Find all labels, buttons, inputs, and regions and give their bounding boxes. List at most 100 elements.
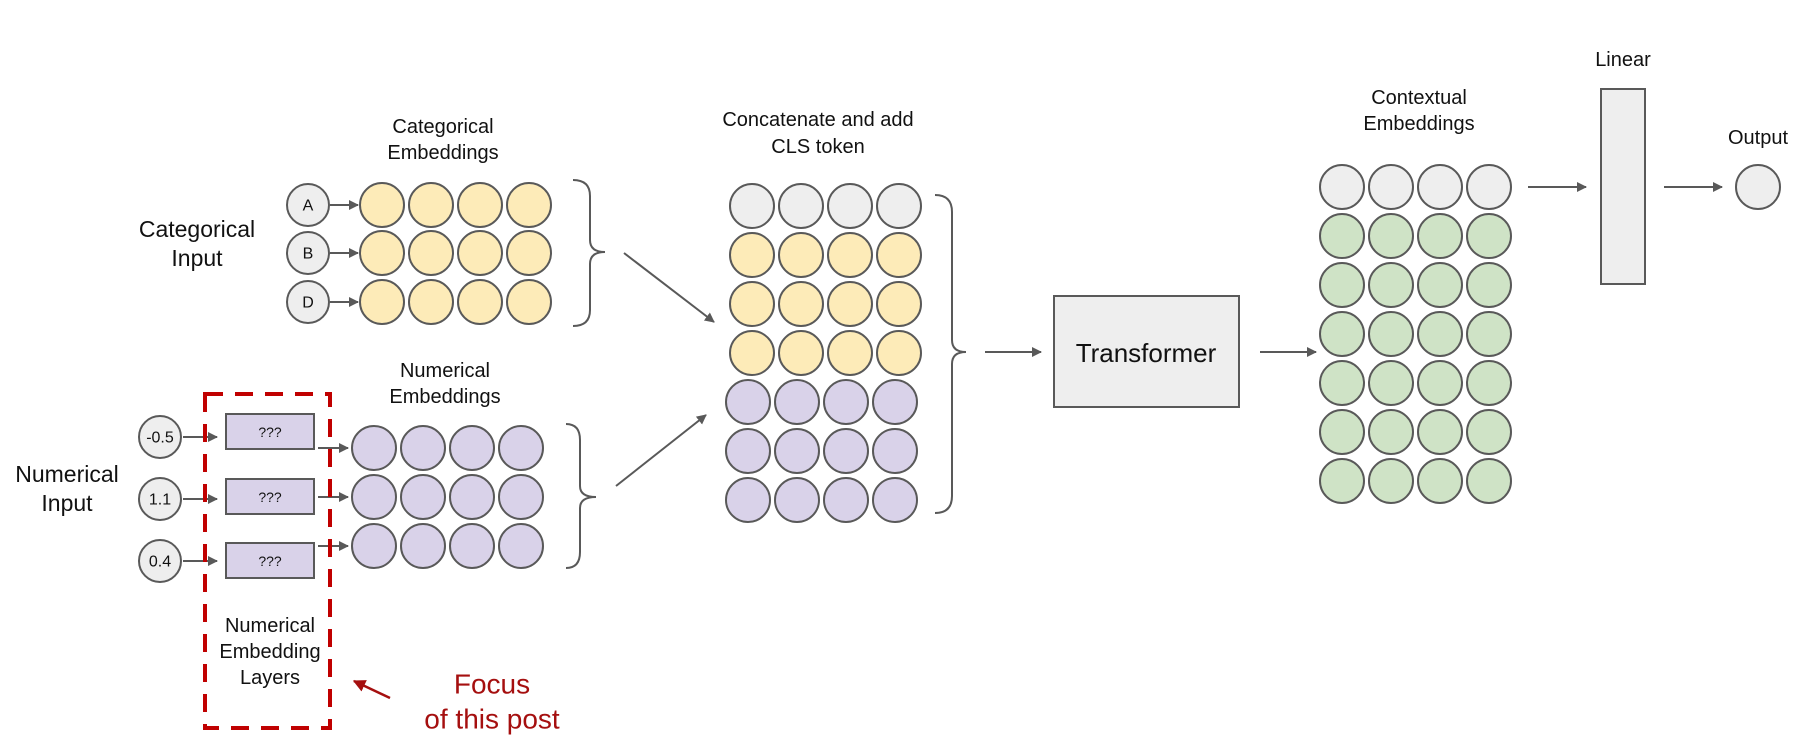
numerical-embedding-cell [351,474,397,520]
output-node [1735,164,1781,210]
numerical-input-label-line: Numerical [15,461,119,487]
categorical-token-cell [729,232,775,278]
categorical-embedding-cell [359,182,405,228]
categorical-token-cell [827,232,873,278]
cls-token-cell [778,183,824,229]
numerical-embedding-cell [351,425,397,471]
categorical-embeddings-grid [359,182,552,325]
numerical-embedding-cell [400,474,446,520]
categorical-embedding-cell [506,182,552,228]
numerical-to-concat-arrow [615,414,707,487]
focus-text-line: Focus [454,669,530,700]
focus-dashed-box [203,392,332,730]
categorical-embeddings-label: Categorical Embeddings [387,116,498,164]
numerical-token-cell [774,428,820,474]
numerical-embedding-cell [400,425,446,471]
categorical-embedding-cell [359,230,405,276]
numerical-embedding-cell [449,523,495,569]
focus-annotation: Numerical Embedding Layers Focus of this… [203,392,560,735]
numerical-embedding-layer-box [225,478,315,515]
contextual-embedding-cell [1417,262,1463,308]
numerical-input-value: 1.1 [149,492,171,509]
concat-label-line: CLS token [771,136,864,158]
cls-contextual-cell [1417,164,1463,210]
numerical-embedding-cell [400,523,446,569]
numerical-token-cell [725,477,771,523]
numerical-token-cell [823,428,869,474]
contextual-embedding-cell [1466,458,1512,504]
numerical-inputs: -0.5??? 1.1??? 0.4??? [138,413,349,583]
contextual-embedding-cell [1368,262,1414,308]
categorical-inputs: ABD [286,183,359,324]
contextual-embeddings-grid [1319,164,1512,504]
numerical-embedding-layer-label: ??? [258,553,282,569]
numerical-brace [565,423,597,569]
concat-label-line: Concatenate and add [722,109,913,131]
numerical-embedding-layer-label: ??? [258,424,282,440]
categorical-token-cell [827,281,873,327]
contextual-embedding-cell [1319,213,1365,259]
categorical-input-node [286,183,330,227]
contextual-embedding-cell [1417,409,1463,455]
contextual-embedding-cell [1319,458,1365,504]
numerical-token-cell [774,379,820,425]
categorical-token-cell [729,281,775,327]
categorical-input-value: D [302,295,314,312]
numerical-input-value: 0.4 [149,554,171,571]
numerical-embedding-layer-box [225,413,315,450]
numerical-input-value: -0.5 [146,430,174,447]
contextual-embedding-cell [1368,458,1414,504]
categorical-input-node [286,231,330,275]
numerical-token-cell [823,477,869,523]
categorical-input-label: Categorical Input [139,216,255,271]
categorical-token-cell [876,232,922,278]
categorical-embeddings-label-line: Categorical [392,116,493,138]
contextual-embedding-cell [1417,458,1463,504]
numerical-embedding-cell [498,474,544,520]
numerical-input-node [138,539,182,583]
categorical-input-value: B [303,246,314,263]
contextual-embedding-cell [1368,409,1414,455]
transformer-label: Transformer [1076,338,1217,368]
numerical-embedding-layer-box [225,542,315,579]
linear-label: Linear [1595,49,1651,71]
contextual-embedding-cell [1466,360,1512,406]
numerical-embedding-cell [449,474,495,520]
contextual-embedding-cell [1319,409,1365,455]
contextual-embeddings-label-line: Contextual [1371,87,1467,109]
contextual-embedding-cell [1319,311,1365,357]
categorical-embeddings-label-line: Embeddings [387,142,498,164]
categorical-embedding-cell [506,230,552,276]
embedding-layers-label-line: Numerical [225,615,315,637]
numerical-embedding-cell [449,425,495,471]
cls-contextual-cell [1319,164,1365,210]
categorical-embedding-cell [408,279,454,325]
embedding-layers-label-line: Layers [240,667,300,689]
categorical-embedding-cell [359,279,405,325]
categorical-token-cell [876,281,922,327]
categorical-token-cell [778,281,824,327]
numerical-token-cell [823,379,869,425]
cls-contextual-cell [1466,164,1512,210]
numerical-embedding-layer-label: ??? [258,489,282,505]
contextual-embedding-cell [1368,311,1414,357]
numerical-token-cell [872,477,918,523]
contextual-embeddings-label: Contextual Embeddings [1363,87,1474,135]
numerical-embeddings-grid [351,425,544,569]
contextual-embedding-cell [1319,262,1365,308]
categorical-token-cell [778,330,824,376]
contextual-embedding-cell [1466,262,1512,308]
numerical-embedding-cell [498,523,544,569]
concat-label: Concatenate and add CLS token [722,109,913,158]
numerical-input-label-line: Input [41,490,93,516]
numerical-embeddings-label-line: Embeddings [389,386,500,408]
categorical-brace [572,179,606,327]
categorical-token-cell [827,330,873,376]
cls-token-cell [876,183,922,229]
categorical-embedding-cell [408,230,454,276]
contextual-embedding-cell [1417,311,1463,357]
numerical-embedding-cell [498,425,544,471]
contextual-embedding-cell [1417,360,1463,406]
contextual-embeddings-label-line: Embeddings [1363,113,1474,135]
